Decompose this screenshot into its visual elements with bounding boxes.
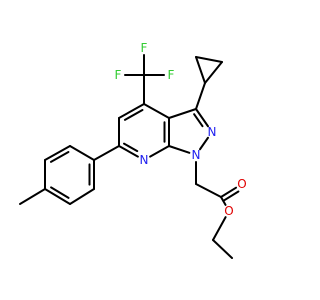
bond-CH2-Cc [195,183,222,198]
bond-T4-Tme [19,188,46,205]
bond-N1-C7a [168,145,191,154]
atom-label-f2: F [141,41,148,55]
bond-C3-Ccp1 [195,82,206,110]
bond-T5-T6-double [49,151,70,163]
bond-C6-N7-double [123,142,139,153]
bond-N7-C7a [149,145,170,158]
bond-C6-N7 [118,145,139,158]
bond-T3-T4 [44,188,71,205]
bond-T5-T6 [44,145,71,161]
atom-label-n7: N [140,153,149,167]
bond-N2-N1 [198,136,210,151]
bond-Cc-O1-double [222,190,240,202]
atom-label-o1: O [237,177,246,191]
bond-T3-T4-double [50,186,70,199]
atom-label-f1: F [115,68,122,82]
bond-C4-C5 [118,103,145,119]
bond-T2-T3 [69,188,95,205]
bond-lines [19,54,240,259]
bond-CE1-CE2 [212,239,233,259]
atom-label-f3: F [168,68,175,82]
bond-C3a-C4 [143,103,170,119]
bond-C3-N2-double [193,113,204,128]
bond-Ccp2-Ccp3 [195,56,223,63]
bond-T6-T1 [69,145,95,161]
bond-Cc-O2 [220,196,227,206]
atom-label-n2: N [208,125,217,139]
bond-Ccp3-Ccp1 [204,61,223,84]
bond-Cc-O1 [220,186,238,198]
bond-C6-T1 [93,145,120,161]
atom-label-o2: O [224,204,233,218]
bond-C3-N2 [195,108,210,128]
atom-label-n1: N [192,148,201,162]
bond-C4-C5-double [123,109,144,121]
bond-Ccp1-Ccp2 [195,56,206,84]
bond-O2-CE1 [212,216,227,241]
bond-C3a-C3 [168,108,197,119]
